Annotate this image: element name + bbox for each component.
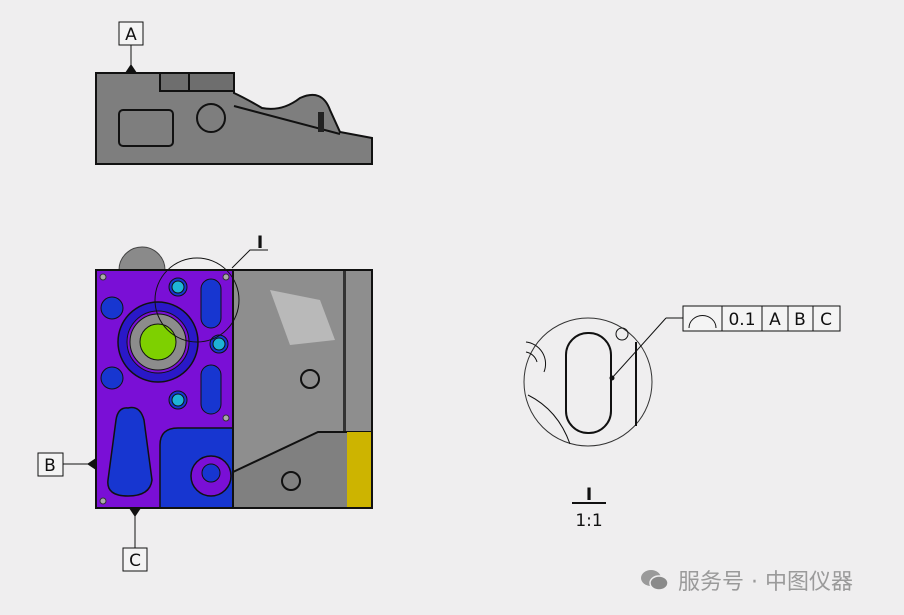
datum-triangle-icon [129,508,141,517]
svg-text:0.1: 0.1 [728,310,755,330]
svg-text:I: I [586,485,592,505]
svg-text:C: C [129,551,141,571]
watermark-text: 服务号 · 中图仪器 [678,570,853,595]
detail-view [523,317,683,447]
feature-control-frame: 0.1 A B C [682,305,841,332]
detail-callout-label: I [257,233,263,253]
svg-text:B: B [794,310,806,330]
wechat-icon [641,570,669,591]
detail-view-label: I 1:1 [572,485,606,531]
svg-text:A: A [125,25,137,45]
datum-triangle-icon [87,458,96,470]
top-view [95,72,373,165]
datum-c: C [122,508,148,572]
svg-text:B: B [44,456,56,476]
datum-a: A [118,21,144,73]
datum-b: B [37,452,96,477]
svg-text:A: A [769,310,781,330]
detail-boundary-circle [154,257,240,343]
profile-of-surface-icon [688,315,717,329]
svg-text:C: C [820,310,832,330]
datum-triangle-icon [125,64,137,73]
front-view: I [95,233,373,509]
watermark: 服务号 · 中图仪器 [640,564,853,596]
svg-text:1:1: 1:1 [575,511,602,531]
